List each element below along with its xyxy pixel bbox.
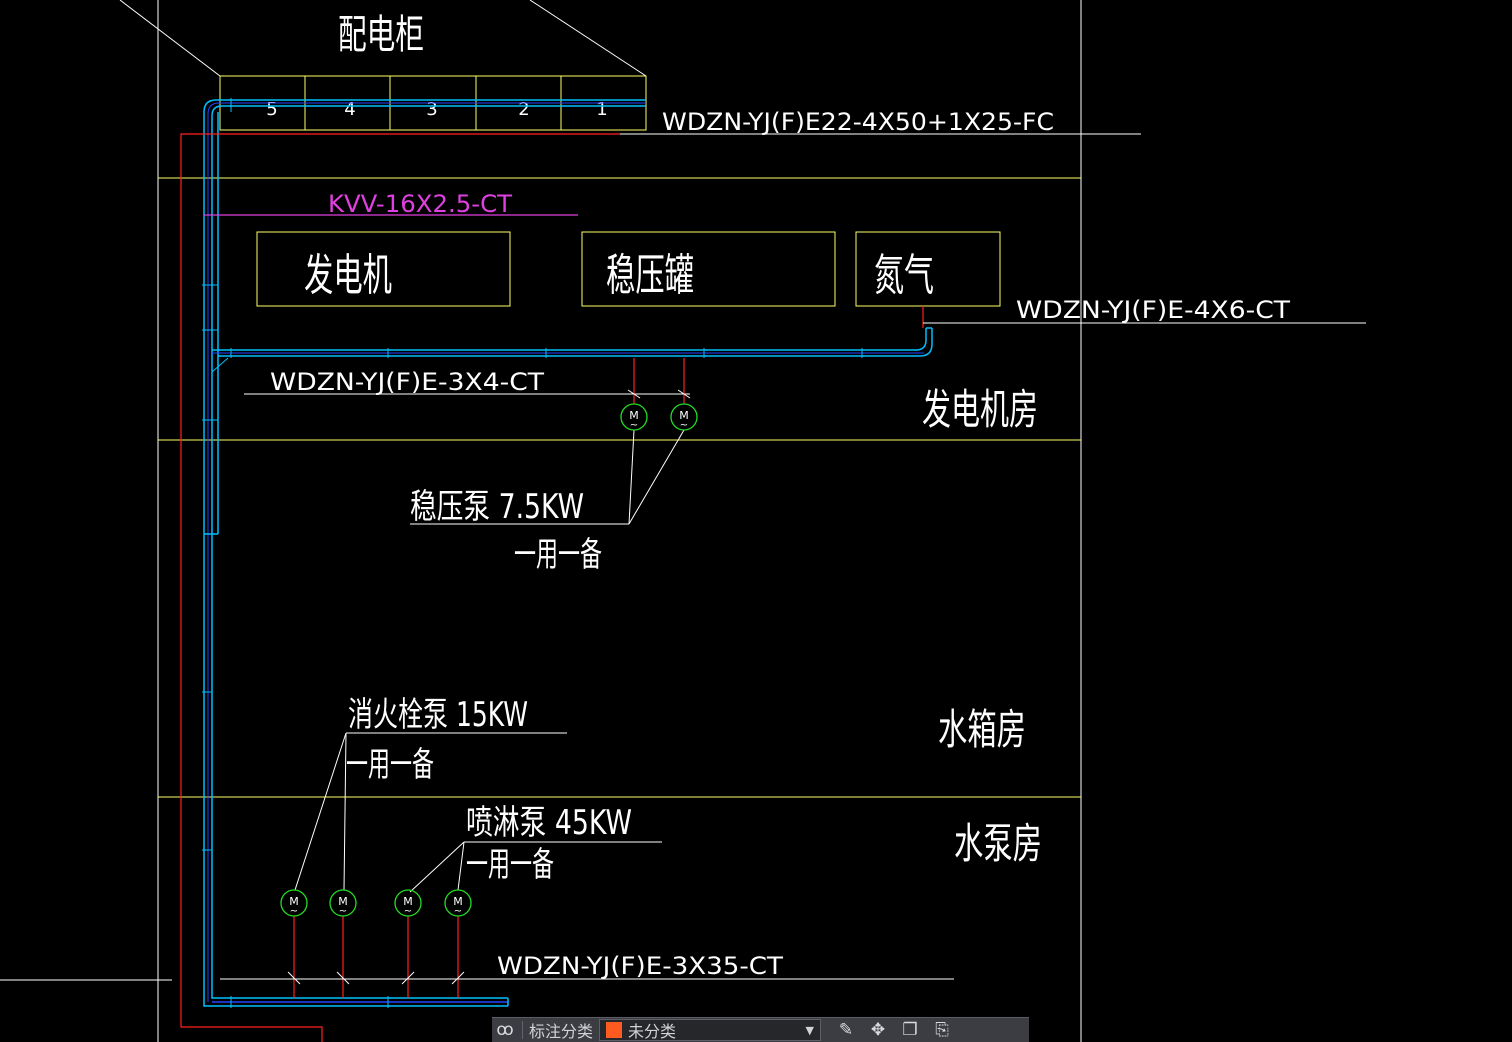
stabilizer-pump-ticks xyxy=(627,389,691,399)
motor-tilde: ~ xyxy=(680,420,688,431)
motor-symbol: M xyxy=(453,895,463,908)
motor-hydrant-1[interactable]: M ~ xyxy=(280,889,308,917)
cable-tray[interactable] xyxy=(202,98,933,1008)
nitrogen-box[interactable] xyxy=(855,231,1001,307)
stabilizer-pump-label: 稳压泵 7.5KW xyxy=(410,487,584,527)
motor-tilde: ~ xyxy=(404,906,412,917)
sprinkler-pump-label: 喷淋泵 45KW xyxy=(466,803,632,843)
generator-room-label: 发电机房 xyxy=(922,385,1038,434)
stabilizer-leaders xyxy=(410,429,685,525)
cabinet-slot-4: 4 xyxy=(344,99,355,120)
nitrogen-label: 氮气 xyxy=(874,250,934,301)
motor-symbol: M xyxy=(289,895,299,908)
motor-tilde: ~ xyxy=(454,906,462,917)
cabinet-slot-2: 2 xyxy=(518,99,529,120)
cabinet-slot-5: 5 xyxy=(266,99,277,120)
motor-hydrant-2[interactable]: M ~ xyxy=(329,889,357,917)
cabinet-title: 配电柜 xyxy=(338,12,424,58)
edit-icon[interactable]: ✎ xyxy=(838,1020,854,1040)
category-select[interactable]: 未分类 ▼ xyxy=(599,1019,822,1041)
pressure-tank-label: 稳压罐 xyxy=(606,250,694,301)
grid-icon[interactable]: ꝏ xyxy=(496,1020,514,1040)
move-icon[interactable]: ✥ xyxy=(870,1020,886,1040)
cabinet-slot-3: 3 xyxy=(426,99,437,120)
generator-label: 发电机 xyxy=(304,250,392,301)
toolbar-divider xyxy=(522,1021,523,1039)
pressure-tank-box[interactable] xyxy=(581,231,836,307)
motor-symbol: M xyxy=(338,895,348,908)
motor-tilde: ~ xyxy=(630,420,638,431)
hydrant-pump-label: 消火栓泵 15KW xyxy=(348,695,528,735)
sprinkler-leaders xyxy=(409,841,465,893)
pump-room-ticks xyxy=(287,971,465,985)
copy-icon[interactable]: ❐ xyxy=(902,1020,918,1040)
toolbar-tools: ✎ ✥ ❐ ⎘ xyxy=(833,1018,955,1042)
stabilizer-pump-feeds xyxy=(633,358,685,404)
category-swatch xyxy=(606,1022,623,1038)
nitrogen-cable-label: WDZN-YJ(F)E-4X6-CT xyxy=(1016,296,1290,324)
motor-sprinkler-2[interactable]: M ~ xyxy=(444,889,472,917)
frame-lines xyxy=(0,0,1082,1042)
motor-tilde: ~ xyxy=(339,906,347,917)
stabilizer-duty-label: 一用一备 xyxy=(514,535,602,575)
annotation-toolbar: ꝏ 标注分类 未分类 ▼ ✎ ✥ ❐ ⎘ xyxy=(492,1017,1029,1042)
hydrant-duty-label: 一用一备 xyxy=(346,745,434,785)
motor-symbol: M xyxy=(403,895,413,908)
pump-cable-small-label: WDZN-YJ(F)E-3X4-CT xyxy=(270,368,544,396)
sprinkler-duty-label: 一用一备 xyxy=(466,845,554,885)
control-cable-label: KVV-16X2.5-CT xyxy=(328,190,512,218)
paste-icon[interactable]: ⎘ xyxy=(935,1020,949,1040)
cabinet-slot-1: 1 xyxy=(596,99,607,120)
chevron-down-icon: ▼ xyxy=(805,1023,815,1037)
room-boundaries xyxy=(158,177,1081,798)
motor-stabilizer-1[interactable]: M ~ xyxy=(620,403,648,431)
main-feeder-cable[interactable] xyxy=(180,133,620,1042)
category-select-value: 未分类 xyxy=(628,1022,677,1041)
motor-symbol: M xyxy=(629,409,639,422)
pump-room-feeds xyxy=(293,916,459,998)
hydrant-leaders xyxy=(294,732,347,891)
generator-box[interactable] xyxy=(256,231,511,307)
category-label: 标注分类 xyxy=(529,1022,594,1041)
motor-sprinkler-1[interactable]: M ~ xyxy=(394,889,422,917)
tank-room-label: 水箱房 xyxy=(938,705,1026,754)
motor-tilde: ~ xyxy=(290,906,298,917)
main-feeder-label: WDZN-YJ(F)E22-4X50+1X25-FC xyxy=(662,108,1054,136)
pump-cable-large-label: WDZN-YJ(F)E-3X35-CT xyxy=(497,952,783,980)
motor-stabilizer-2[interactable]: M ~ xyxy=(670,403,698,431)
pump-room-label: 水泵房 xyxy=(954,819,1042,868)
motor-symbol: M xyxy=(679,409,689,422)
